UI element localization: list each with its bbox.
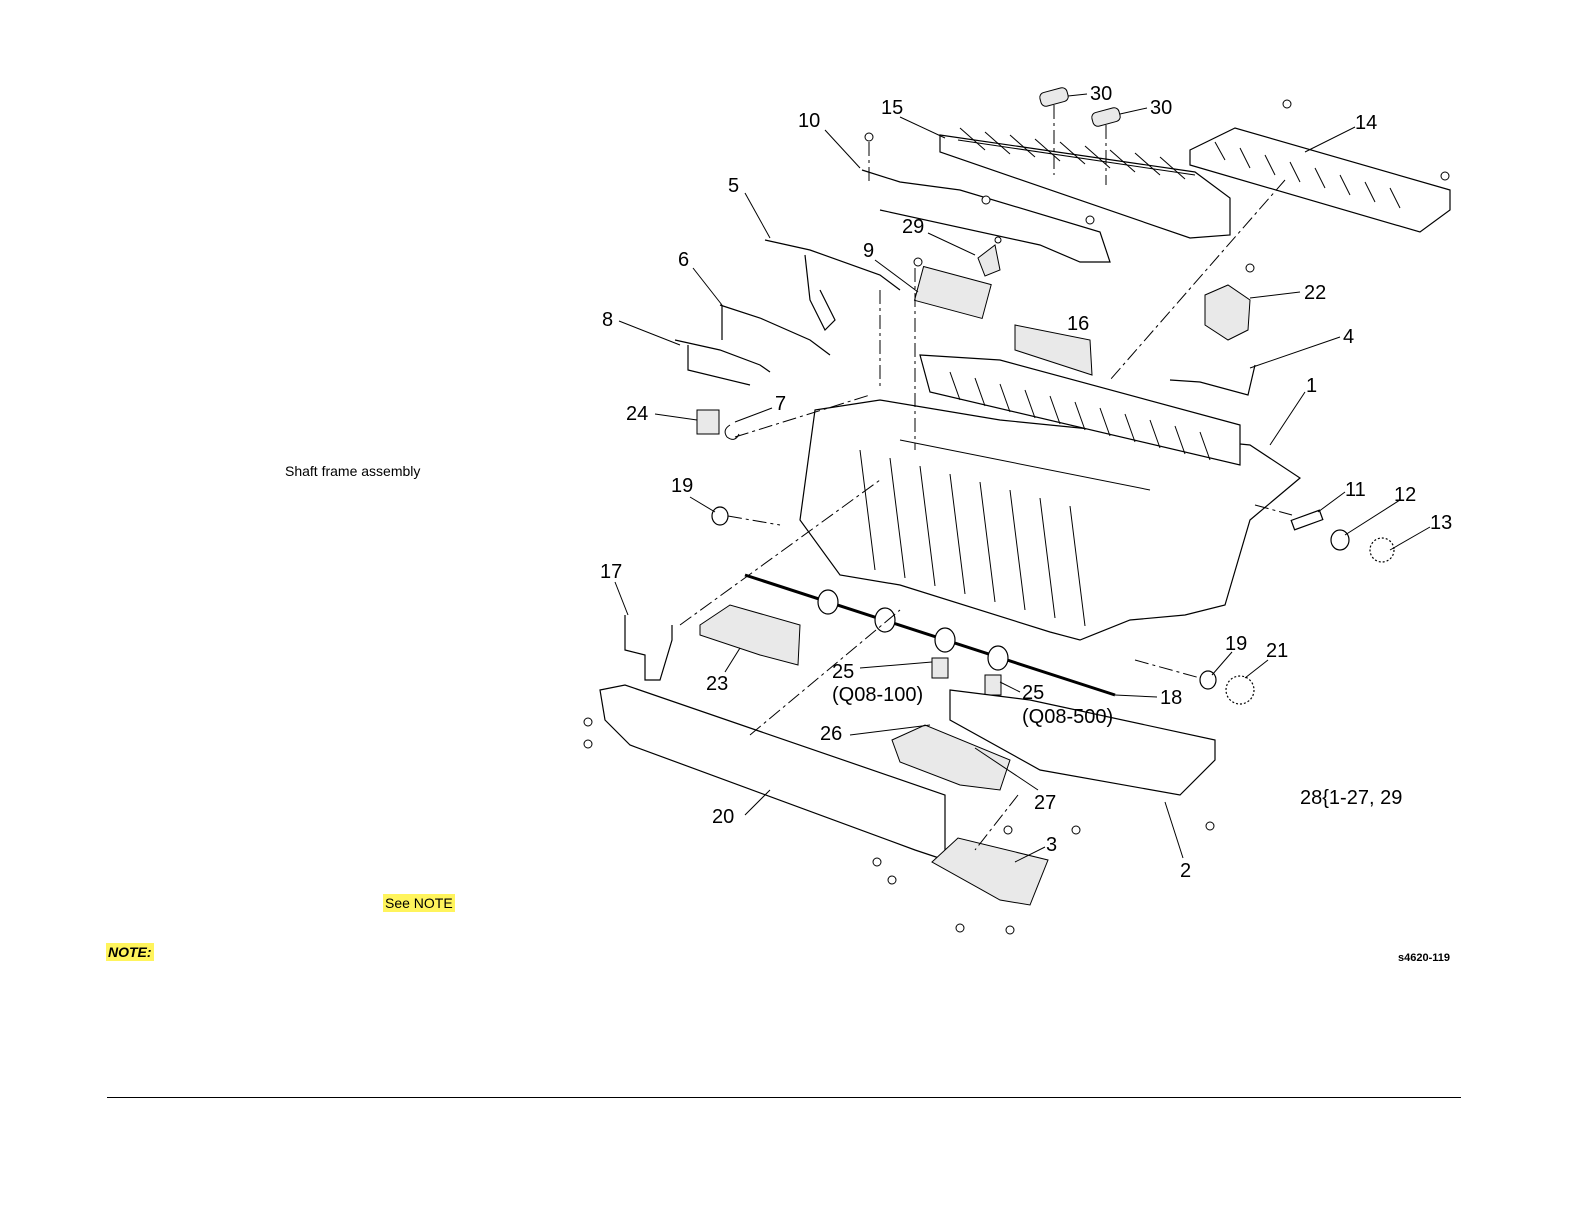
callout-7: 7 xyxy=(775,393,786,415)
kit-callout-28: 28{1-27, 29 xyxy=(1300,787,1402,809)
callout-q08-100: (Q08-100) xyxy=(832,684,923,706)
callout-1: 1 xyxy=(1306,375,1317,397)
part-7-spring xyxy=(725,425,739,439)
part-24-clip xyxy=(697,410,719,434)
part-3-pcb xyxy=(932,838,1048,934)
callout-9: 9 xyxy=(863,240,874,262)
part-4-bracket xyxy=(1170,365,1255,395)
callout-29: 29 xyxy=(902,216,924,238)
part-6-bracket xyxy=(720,305,830,355)
callout-16: 16 xyxy=(1067,313,1089,335)
callout-11: 11 xyxy=(1345,479,1366,501)
callout-13: 13 xyxy=(1430,512,1452,534)
part-29-actuator xyxy=(978,237,1001,276)
callout-21: 21 xyxy=(1266,640,1288,662)
part-20-lower-guide xyxy=(584,685,945,884)
callout-30b: 30 xyxy=(1150,97,1172,119)
part-12-clutch xyxy=(1331,530,1349,550)
callout-12: 12 xyxy=(1394,484,1416,506)
callout-25a: 25 xyxy=(832,661,854,683)
callout-17: 17 xyxy=(600,561,622,583)
callout-q08-500: (Q08-500) xyxy=(1022,706,1113,728)
part-17-bracket xyxy=(625,615,672,680)
callout-6: 6 xyxy=(678,249,689,271)
callout-5: 5 xyxy=(728,175,739,197)
callout-2: 2 xyxy=(1180,860,1191,882)
callout-15: 15 xyxy=(881,97,903,119)
part-21-gear xyxy=(1226,676,1254,704)
callout-18: 18 xyxy=(1160,687,1182,709)
part-19-bearing-left xyxy=(712,507,728,525)
callout-3: 3 xyxy=(1046,834,1057,856)
callout-30a: 30 xyxy=(1090,83,1112,105)
callout-23: 23 xyxy=(706,673,728,695)
callout-14: 14 xyxy=(1355,112,1377,134)
callout-26: 26 xyxy=(820,723,842,745)
callout-8: 8 xyxy=(602,309,613,331)
part-1-main-frame xyxy=(800,355,1300,640)
part-11-shaft-end xyxy=(1291,510,1323,530)
callout-22: 22 xyxy=(1304,282,1326,304)
callout-20: 20 xyxy=(712,806,734,828)
part-9-sensor-assembly xyxy=(914,258,991,318)
callout-27: 27 xyxy=(1034,792,1056,814)
callout-24: 24 xyxy=(626,403,648,425)
callout-25b: 25 xyxy=(1022,682,1044,704)
part-22-bracket xyxy=(1205,264,1254,340)
callout-19a: 19 xyxy=(671,475,693,497)
callout-10: 10 xyxy=(798,110,820,132)
part-23-guide xyxy=(700,605,800,665)
callout-19b: 19 xyxy=(1225,633,1247,655)
callout-4: 4 xyxy=(1343,326,1354,348)
part-8-bracket xyxy=(675,340,770,385)
